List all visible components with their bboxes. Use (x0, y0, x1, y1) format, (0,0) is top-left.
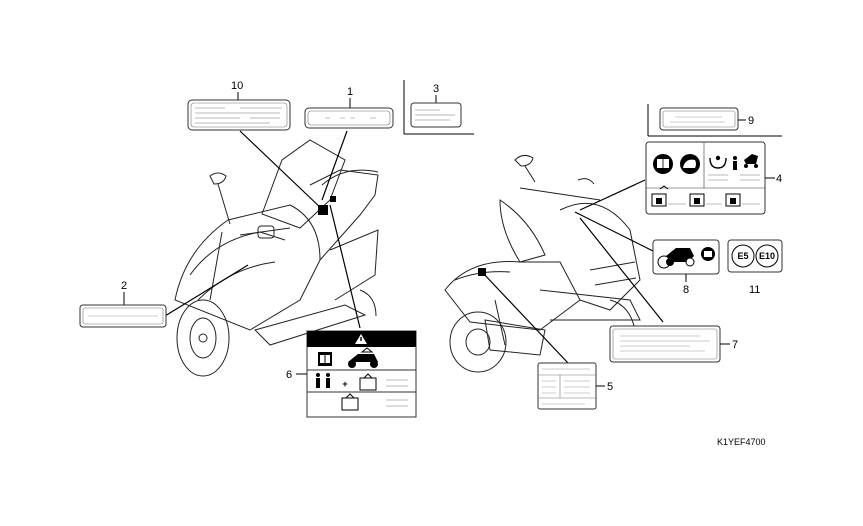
callout-number-1: 1 (347, 86, 353, 98)
callout-item-11[interactable]: E5 E10 11 (727, 239, 783, 296)
manual-book-icon (701, 247, 715, 261)
luggage-icon (725, 193, 741, 207)
scooter-icon (744, 154, 758, 168)
manual-book-icon (653, 154, 673, 174)
callout-item-9[interactable]: 9 (647, 104, 782, 137)
callout-number-6: 6 (286, 369, 292, 381)
luggage-icon (341, 393, 359, 411)
fuel-badge-e10: E10 (759, 251, 775, 261)
rider-passenger-icon (316, 373, 330, 388)
callout-number-8: 8 (683, 284, 689, 296)
callout-item-4[interactable]: 4 (645, 141, 782, 215)
helmet-icon (680, 154, 700, 174)
callout-item-8[interactable]: 8 (652, 239, 720, 296)
rider-icon (733, 156, 737, 170)
callout-number-7: 7 (732, 339, 738, 351)
label-marker (330, 196, 336, 202)
manual-book-icon (318, 352, 332, 366)
warning-triangle-icon (355, 334, 367, 344)
callout-number-3: 3 (433, 83, 439, 95)
luggage-icon (651, 185, 669, 207)
callout-item-7[interactable]: 7 (609, 325, 738, 363)
part-code: K1YEF4700 (717, 437, 766, 447)
callout-item-10[interactable]: 10 (187, 80, 291, 131)
luggage-icon (359, 373, 377, 391)
callout-number-5: 5 (607, 381, 613, 393)
luggage-icon (689, 193, 705, 207)
callout-item-2[interactable]: 2 (79, 280, 167, 328)
motorcycle-load-icon (348, 347, 378, 368)
fuel-badge-e5: E5 (737, 251, 748, 261)
callout-number-4: 4 (776, 173, 782, 185)
callout-number-2: 2 (121, 280, 127, 292)
leader-lines (164, 130, 664, 364)
plus-sign: + (342, 379, 347, 389)
callout-number-11: 11 (749, 284, 760, 296)
helmet-hook-icon (709, 155, 727, 169)
scooter-right-view (444, 154, 641, 373)
callout-item-3[interactable]: 3 (403, 80, 474, 135)
callout-number-9: 9 (748, 115, 754, 127)
callout-item-6[interactable]: + 6 (286, 330, 417, 418)
callout-number-10: 10 (231, 80, 243, 92)
callout-item-5[interactable]: 5 (537, 362, 613, 410)
callout-item-1[interactable]: 1 (304, 86, 394, 129)
motorcycle-icon (666, 248, 695, 267)
